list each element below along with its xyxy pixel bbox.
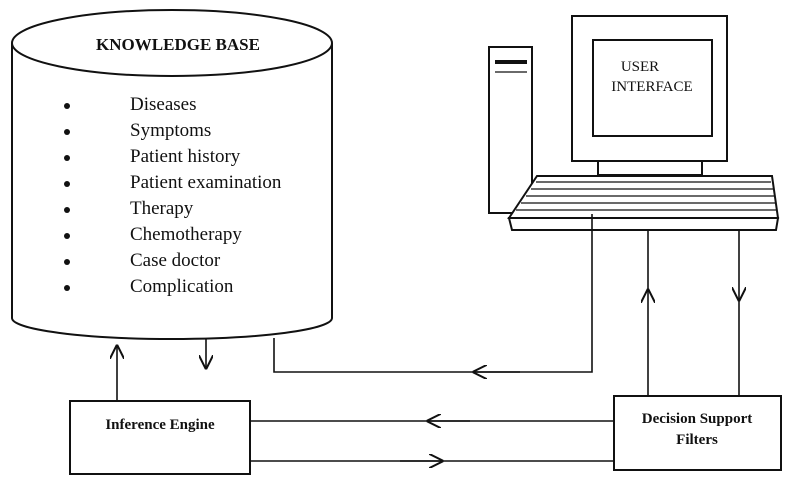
bullet-icon	[64, 233, 70, 239]
bullet-icon	[64, 129, 70, 135]
knowledge-base-list: Diseases Symptoms Patient history Patien…	[64, 94, 282, 297]
kb-item-diseases: Diseases	[130, 94, 196, 115]
kb-item-therapy: Therapy	[130, 198, 194, 219]
knowledge-base-cylinder: KNOWLEDGE BASE Diseases Symptoms Patient…	[11, 9, 333, 340]
tower-drive-slot	[495, 60, 527, 64]
tower-icon	[488, 46, 533, 214]
decision-support-node: Decision Support Filters	[613, 395, 782, 471]
keyboard-icon	[507, 175, 780, 231]
bullet-icon	[64, 259, 70, 265]
monitor-screen	[592, 39, 713, 137]
bullet-icon	[64, 285, 70, 291]
bullet-icon	[64, 181, 70, 187]
knowledge-base-title: KNOWLEDGE BASE	[96, 35, 260, 54]
kb-item-case-doctor: Case doctor	[130, 250, 221, 271]
arrow-ui-to-kb	[273, 214, 593, 373]
kb-item-patient-examination: Patient examination	[130, 172, 282, 193]
kb-item-chemotherapy: Chemotherapy	[130, 224, 242, 245]
bullet-icon	[64, 103, 70, 109]
monitor-stand	[597, 160, 703, 176]
kb-item-complication: Complication	[130, 276, 234, 297]
bullet-icon	[64, 155, 70, 161]
kb-item-patient-history: Patient history	[130, 146, 241, 167]
decision-support-label-line2: Filters	[676, 432, 718, 448]
inference-engine-label: Inference Engine	[105, 417, 215, 433]
cylinder-top	[11, 9, 333, 77]
bullet-icon	[64, 207, 70, 213]
computer-icon: USER INTERFACE	[488, 15, 780, 231]
decision-support-label-line1: Decision Support	[642, 411, 752, 427]
inference-engine-node: Inference Engine	[69, 400, 251, 475]
user-interface-label-line1: USER	[621, 59, 659, 75]
user-interface-label-line2: INTERFACE	[611, 79, 692, 95]
cylinder-body	[11, 43, 333, 340]
kb-item-symptoms: Symptoms	[130, 120, 211, 141]
connectors	[117, 214, 739, 461]
